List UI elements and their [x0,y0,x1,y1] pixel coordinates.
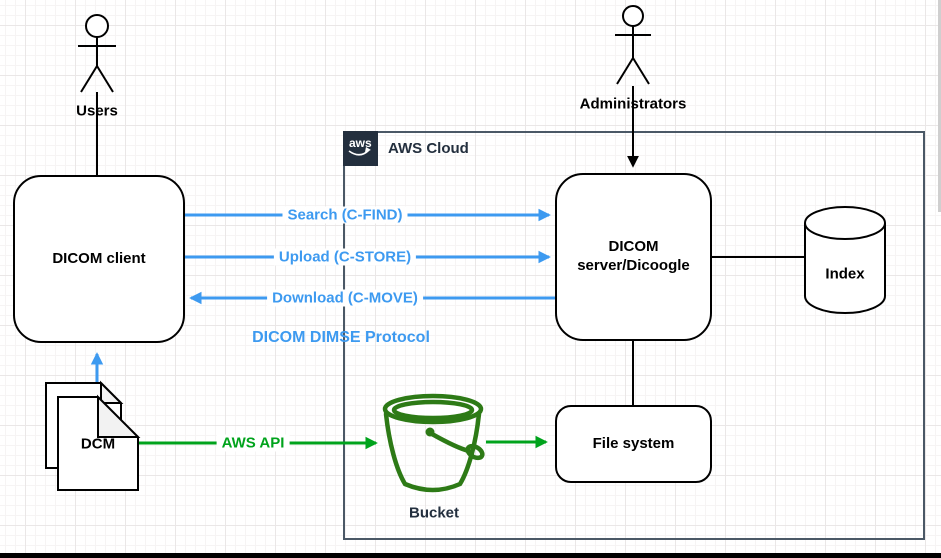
users-actor-label: Users [76,102,118,120]
node-dicom-client: DICOM client [13,175,185,343]
bucket-label: Bucket [408,504,460,522]
dcm-label: DCM [80,435,116,453]
edge-label-aws-api: AWS API [216,434,290,452]
aws-cloud-label: AWS Cloud [388,140,469,157]
image-bottom-border [0,553,941,558]
dimse-protocol-label: DICOM DIMSE Protocol [252,329,430,346]
image-right-edge [938,0,941,212]
edge-label-download: Download (C-MOVE) [267,289,423,307]
edge-label-search: Search (C-FIND) [282,206,408,224]
node-dicom-server: DICOM server/Dicoogle [555,173,712,341]
node-file-system: File system [555,405,712,483]
node-file-system-label: File system [592,434,675,452]
aws-cloud-group [343,131,925,540]
node-dicom-client-label: DICOM client [52,249,146,267]
administrators-actor-icon [615,5,651,85]
index-label: Index [825,265,865,283]
administrators-actor-label: Administrators [579,95,687,113]
edge-label-upload: Upload (C-STORE) [273,248,417,266]
node-dicom-server-label: DICOM server/Dicoogle [577,238,690,274]
users-actor-icon [78,14,116,93]
